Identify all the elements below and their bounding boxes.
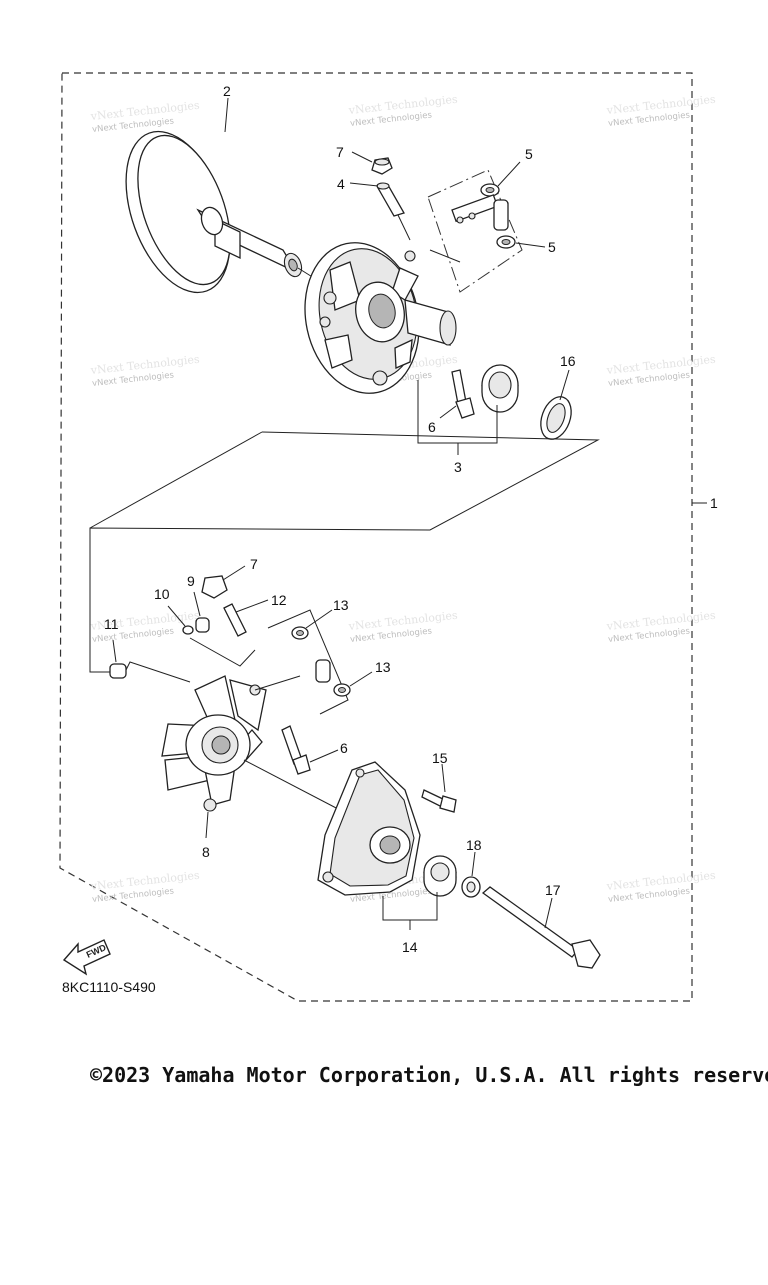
- part-10-ring: [167, 605, 194, 635]
- callout-3: 3: [454, 459, 462, 475]
- primary-sheave-upper: [304, 242, 457, 394]
- part-8-spider: [161, 675, 267, 839]
- part-18-washer: [461, 851, 481, 898]
- callout-6a: 6: [428, 419, 436, 435]
- callout-1: 1: [710, 495, 718, 511]
- assembly-border: [59, 72, 693, 1002]
- callout-5b: 5: [548, 239, 556, 255]
- diagram-code: 8KC1110-S490: [62, 979, 156, 995]
- callout-5a: 5: [525, 146, 533, 162]
- callout-10: 10: [154, 586, 170, 602]
- part-14-bush: [423, 855, 457, 897]
- fwd-arrow-icon: FWD: [62, 939, 111, 976]
- callout-16: 16: [560, 353, 576, 369]
- part-12-sleeve: [223, 599, 269, 637]
- callout-2: 2: [223, 83, 231, 99]
- part-2-fixed-sheave: [125, 97, 303, 294]
- callout-6b: 6: [340, 740, 348, 756]
- callout-13a: 13: [333, 597, 349, 613]
- copyright-notice: ©2023 Yamaha Motor Corporation, U.S.A. A…: [90, 1063, 768, 1087]
- callout-9: 9: [187, 573, 195, 589]
- callout-8: 8: [202, 844, 210, 860]
- subassembly-outline: [89, 431, 600, 673]
- callout-11: 11: [104, 616, 119, 632]
- callout-18: 18: [466, 837, 482, 853]
- part-9-spacer: [193, 591, 210, 633]
- part-11-cap: [109, 639, 127, 679]
- callout-14: 14: [402, 939, 418, 955]
- callout-7b: 7: [250, 556, 258, 572]
- callout-15: 15: [432, 750, 448, 766]
- callout-17: 17: [545, 882, 561, 898]
- callout-12: 12: [271, 592, 287, 608]
- part-4-sleeve-upper: [349, 182, 411, 241]
- part-16-seal: [540, 369, 572, 440]
- part-7-nut-upper: [351, 151, 393, 175]
- bearing-part-3: [481, 364, 519, 413]
- part-13-rollers: [291, 609, 373, 697]
- part-15-bolt: [421, 763, 457, 813]
- part-6-bolt-upper: [439, 369, 475, 419]
- callout-7a: 7: [336, 144, 344, 160]
- callout-4: 4: [337, 176, 345, 192]
- part-6-bolt-lower: [281, 725, 339, 775]
- part-14-cover-plate: [317, 761, 421, 896]
- part-7-nut-lower: [201, 565, 246, 599]
- part-5-weight-rollers-upper: [451, 161, 546, 249]
- part-17-long-bolt: [481, 886, 601, 969]
- callout-13b: 13: [375, 659, 391, 675]
